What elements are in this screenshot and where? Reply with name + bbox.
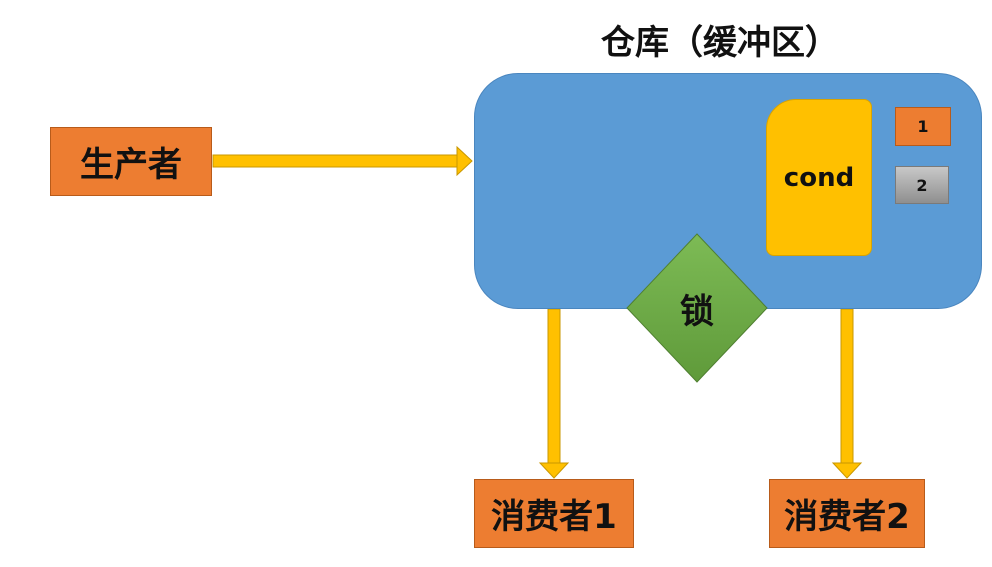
- producer-box: 生产者: [50, 127, 212, 196]
- queue-item-1: 1: [895, 107, 951, 146]
- diagram-title: 仓库（缓冲区）: [601, 22, 839, 63]
- arrow-warehouse-to-consumer1: [538, 308, 570, 479]
- arrow-warehouse-to-consumer2: [831, 308, 863, 479]
- queue-item-2: 2: [895, 166, 949, 204]
- cond-box: cond: [766, 99, 872, 256]
- consumer-2-box: 消费者2: [769, 479, 925, 548]
- arrow-producer-to-warehouse: [212, 145, 473, 177]
- lock-diamond: [626, 233, 768, 383]
- consumer-1-box: 消费者1: [474, 479, 634, 548]
- lock-label: 锁: [680, 291, 714, 332]
